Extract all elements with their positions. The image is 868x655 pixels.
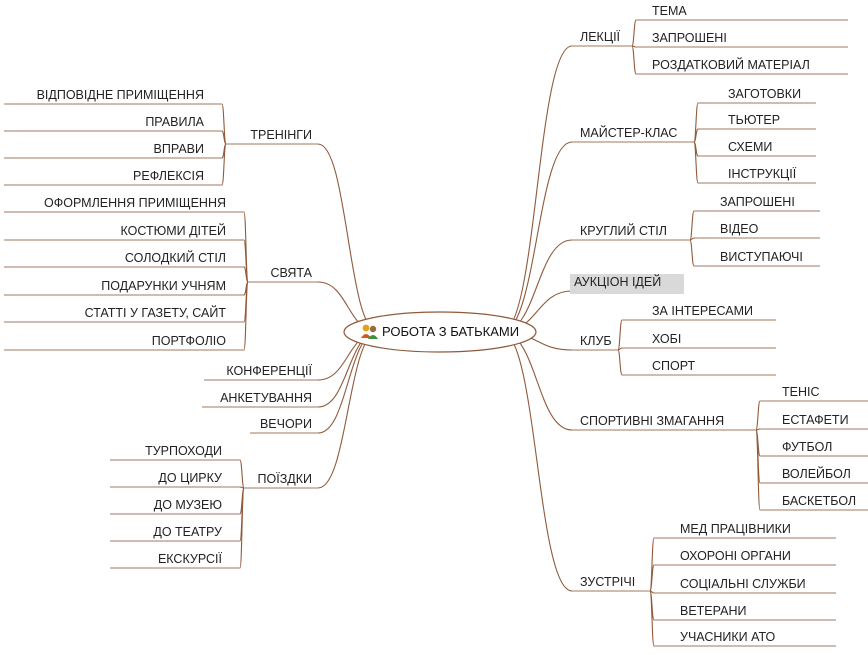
leaf-спорт: СПОРТ — [652, 359, 696, 373]
leaf-curve — [243, 266, 249, 283]
highlight-box — [570, 274, 684, 294]
leaf-оформлення-приміщення: ОФОРМЛЕННЯ ПРИМІЩЕННЯ — [44, 196, 226, 210]
leaf-curve — [689, 210, 695, 241]
leaf-роздатковий-матеріал: РОЗДАТКОВИЙ МАТЕРІАЛ — [652, 57, 810, 72]
leaf-curve — [239, 487, 245, 569]
people-icon — [361, 324, 378, 339]
leaf-портфоліо: ПОРТФОЛІО — [152, 334, 226, 348]
leaf-запрошені: ЗАПРОШЕНІ — [652, 31, 727, 45]
leaf-охороні-органи: ОХОРОНІ ОРГАНИ — [680, 549, 791, 563]
leaf-curve — [755, 429, 761, 511]
branch-поїздки: ПОЇЗДКИ — [258, 472, 312, 486]
leaf-соціальні-служби: СОЦІАЛЬНІ СЛУЖБИ — [680, 577, 806, 591]
leaf-хобі: ХОБІ — [652, 332, 681, 346]
leaf-curve — [631, 45, 637, 75]
leaf-за-інтересами: ЗА ІНТЕРЕСАМИ — [652, 304, 753, 318]
branch-curve — [317, 331, 379, 434]
branch-curve — [501, 331, 573, 431]
leaf-curve — [631, 19, 637, 47]
branch-аукціон-ідей: АУКЦІОН ІДЕЙ — [574, 274, 661, 289]
leaf-правила: ПРАВИЛА — [145, 115, 204, 129]
leaf-curve — [617, 349, 623, 376]
leaf-curve — [649, 564, 655, 592]
branch-клуб: КЛУБ — [580, 334, 612, 348]
branch-вечори: ВЕЧОРИ — [260, 417, 312, 431]
leaf-теніс: ТЕНІС — [782, 385, 820, 399]
leaf-волейбол: ВОЛЕЙБОЛ — [782, 466, 851, 481]
leaf-тьютер: ТЬЮТЕР — [728, 113, 780, 127]
leaf-curve — [693, 141, 699, 184]
leaf-curve — [689, 239, 695, 267]
leaf-виступаючі: ВИСТУПАЮЧІ — [720, 250, 803, 264]
leaf-відповідне-приміщення: ВІДПОВІДНЕ ПРИМІЩЕННЯ — [37, 88, 204, 102]
root-node — [343, 311, 537, 353]
leaf-мед-працівники: МЕД ПРАЦІВНИКИ — [680, 522, 791, 536]
branch-curve — [501, 45, 573, 333]
leaf-тема: ТЕМА — [652, 4, 687, 18]
branch-curve — [501, 239, 573, 333]
leaf-подарунки-учням: ПОДАРУНКИ УЧНЯМ — [101, 279, 226, 293]
branch-зустрічі: ЗУСТРІЧІ — [580, 575, 635, 589]
leaf-до-музею: ДО МУЗЕЮ — [154, 498, 223, 512]
leaf-екскурсії: ЕКСКУРСІЇ — [158, 552, 223, 566]
leaf-відео: ВІДЕО — [720, 222, 759, 236]
branch-конференції: КОНФЕРЕНЦІЇ — [226, 364, 312, 378]
leaf-curve — [617, 319, 623, 351]
leaf-до-театру: ДО ТЕАТРУ — [153, 525, 222, 539]
leaf-схеми: СХЕМИ — [728, 140, 772, 154]
leaf-ветерани: ВЕТЕРАНИ — [680, 604, 747, 618]
leaf-футбол: ФУТБОЛ — [782, 440, 832, 454]
branch-curve — [501, 141, 573, 333]
branch-свята: СВЯТА — [270, 266, 312, 280]
leaf-статті-у-газету-сайт: СТАТТІ У ГАЗЕТУ, САЙТ — [85, 305, 227, 320]
branch-тренінги: ТРЕНІНГИ — [250, 128, 312, 142]
branch-лекції: ЛЕКЦІЇ — [580, 30, 621, 44]
branch-майстер-клас: МАЙСТЕР-КЛАС — [580, 125, 677, 140]
leaf-вправи: ВПРАВИ — [154, 142, 204, 156]
leaf-турпоходи: ТУРПОХОДИ — [145, 444, 222, 458]
branch-круглий-стіл: КРУГЛИЙ СТІЛ — [580, 223, 667, 238]
branch-анкетування: АНКЕТУВАННЯ — [220, 391, 312, 405]
leaf-баскетбол: БАСКЕТБОЛ — [782, 494, 856, 508]
branch-спортивні-змагання: СПОРТИВНІ ЗМАГАННЯ — [580, 414, 724, 428]
leaf-curve — [239, 459, 245, 489]
leaf-запрошені: ЗАПРОШЕНІ — [720, 195, 795, 209]
leaf-учасники-ато: УЧАСНИКИ АТО — [680, 630, 776, 644]
branch-curve — [317, 143, 379, 333]
branch-curve — [501, 331, 573, 592]
leaf-солодкий-стіл: СОЛОДКИЙ СТІЛ — [125, 250, 226, 265]
leaf-curve — [649, 590, 655, 647]
root-label: РОБОТА З БАТЬКАМИ — [382, 324, 519, 339]
leaf-костюми-дітей: КОСТЮМИ ДІТЕЙ — [120, 223, 226, 238]
leaf-рефлексія: РЕФЛЕКСІЯ — [133, 169, 204, 183]
leaf-заготовки: ЗАГОТОВКИ — [728, 87, 801, 101]
leaf-curve — [243, 281, 249, 351]
leaf-до-цирку: ДО ЦИРКУ — [158, 471, 222, 485]
leaf-curve — [221, 143, 227, 186]
leaf-естафети: ЕСТАФЕТИ — [782, 413, 849, 427]
leaf-curve — [755, 400, 761, 431]
leaf-інструкції: ІНСТРУКЦІЇ — [728, 167, 797, 181]
